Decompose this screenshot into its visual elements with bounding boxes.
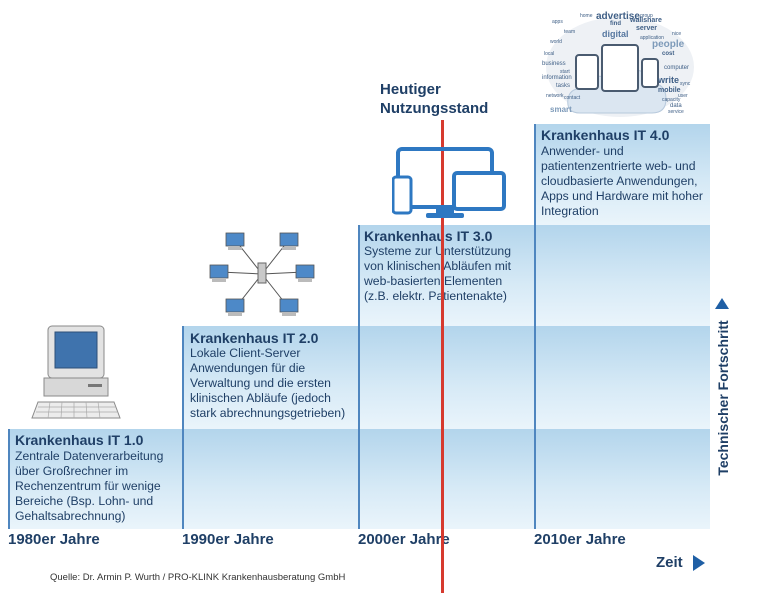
word-cloud-term: user [678, 93, 688, 99]
mainframe-computer-icon [31, 325, 121, 419]
word-cloud-term: smart [550, 105, 572, 114]
y-axis-arrow-icon [715, 298, 729, 309]
decade-line-4 [534, 124, 536, 529]
step-stage-4 [534, 124, 710, 225]
word-cloud-term: find [610, 21, 621, 27]
current-state-label: Heutiger Nutzungsstand [380, 81, 489, 117]
decade-label-4: 2010er Jahre [534, 531, 626, 548]
cloud-devices-icon [546, 17, 694, 117]
decade-line-1 [8, 429, 10, 529]
word-cloud-term: people [652, 39, 685, 50]
modern-devices-icon [392, 147, 506, 218]
x-axis-arrow-icon [693, 555, 705, 571]
stage-4-title: Krankenhaus IT 4.0 [541, 127, 670, 143]
current-state-line [441, 120, 444, 593]
word-cloud-term: digital [602, 29, 629, 39]
stage-4-desc: Anwender- und patientenzentrierte web- u… [541, 144, 703, 218]
word-cloud-term: home [580, 13, 593, 19]
word-cloud-term: computer [664, 65, 690, 71]
word-cloud: advertise people write digital server bu… [540, 9, 700, 121]
word-cloud-term: cost [662, 51, 675, 57]
decade-line-3 [358, 225, 360, 529]
word-cloud-term: local [544, 51, 555, 57]
word-cloud-term: capacity [662, 97, 681, 103]
word-cloud-term: service [668, 109, 684, 115]
client-server-network-icon [209, 232, 315, 316]
stage-1-desc: Zentrale Datenverarbeitung über Großrech… [15, 449, 164, 523]
word-cloud-term: information [542, 75, 572, 81]
stage-2-title: Krankenhaus IT 2.0 [190, 330, 319, 346]
word-cloud-term: write [658, 75, 680, 85]
word-cloud-term: apps [552, 19, 563, 25]
word-cloud-term: sync [680, 81, 691, 87]
stage-3-desc: Systeme zur Unterstützung von klinischen… [364, 244, 512, 303]
word-cloud-term: nice [672, 31, 682, 37]
word-cloud-term: wallshare [630, 17, 662, 24]
word-cloud-term: group [640, 13, 653, 19]
word-cloud-term: mobile [658, 87, 681, 94]
stage-1-title: Krankenhaus IT 1.0 [15, 432, 144, 448]
word-cloud-term: business [542, 61, 566, 67]
word-cloud-term: data [670, 103, 682, 109]
stage-3-title: Krankenhaus IT 3.0 [364, 228, 493, 244]
word-cloud-term: server [636, 25, 658, 32]
y-axis-label: Technischer Fortschritt [715, 320, 731, 476]
decade-label-2: 1990er Jahre [182, 531, 274, 548]
word-cloud-term: start [560, 69, 570, 75]
word-cloud-term: contact [564, 95, 581, 101]
word-cloud-term: team [564, 29, 576, 35]
step-stage-2 [182, 326, 710, 429]
word-cloud-term: network [546, 93, 564, 99]
word-cloud-term: advertise [596, 11, 640, 22]
x-axis-label: Zeit [656, 554, 683, 571]
word-cloud-term: application [640, 35, 664, 41]
word-cloud-term: tasks [556, 83, 571, 89]
source-text: Quelle: Dr. Armin P. Wurth / PRO-KLINK K… [50, 572, 346, 583]
word-cloud-term: world [550, 39, 562, 45]
decade-label-3: 2000er Jahre [358, 531, 450, 548]
decade-label-1: 1980er Jahre [8, 531, 100, 548]
decade-line-2 [182, 326, 184, 529]
stage-2-desc: Lokale Client-Server Anwendungen für die… [190, 346, 346, 420]
